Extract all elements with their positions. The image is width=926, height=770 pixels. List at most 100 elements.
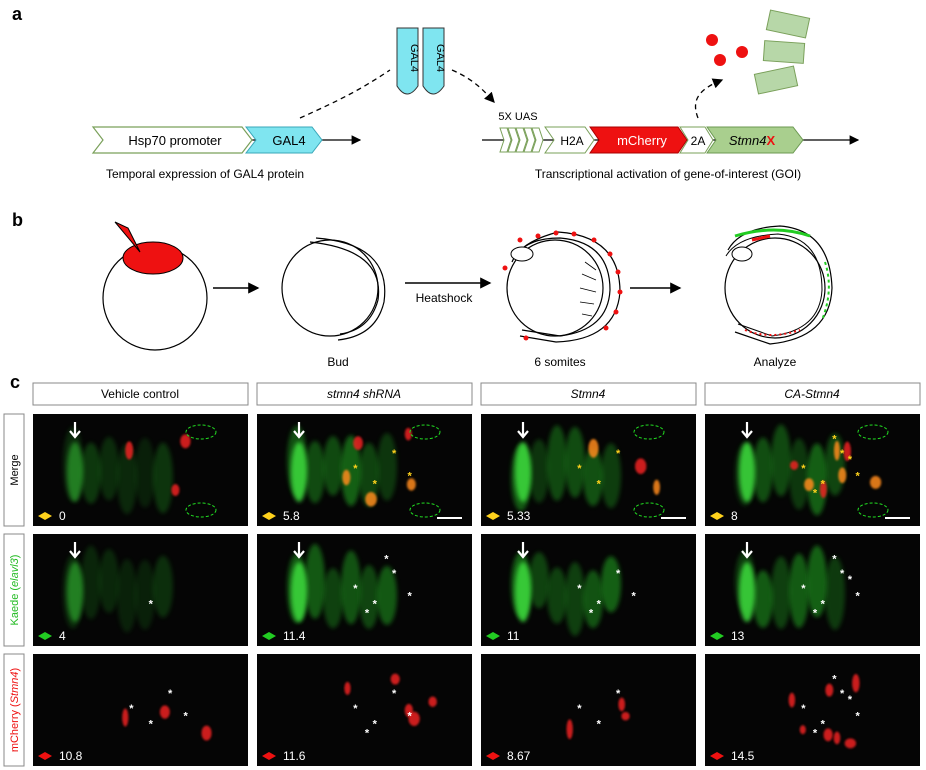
tissue-band [601,556,621,613]
mcherry-dot-3 [714,54,726,66]
tile-merge-4: *******8 [705,414,920,526]
count-value: 11 [507,629,520,643]
red-cell [819,480,827,499]
asterisk-marker: * [801,463,806,475]
asterisk-marker: * [373,598,378,610]
count-value: 5.33 [507,509,531,523]
neural-cluster [739,442,755,502]
tissue-band [323,436,343,496]
neural-cluster [515,442,531,502]
count-marker-icon [38,512,52,520]
asterisk-marker: * [183,711,188,723]
red-cell [838,467,847,484]
header-stmn4-shrna: stmn4 shRNA [327,387,401,401]
h2a-label: H2A [560,134,583,148]
caption-left: Temporal expression of GAL4 protein [106,167,304,181]
stmn4-protein-3 [753,65,799,95]
asterisk-marker: * [840,568,845,580]
tissue-band [359,442,379,507]
analyze-embryo [724,225,833,345]
otic-outline-top [409,424,441,440]
red-cell [171,484,180,496]
neural-cluster [67,562,83,622]
tissue-band [81,442,101,504]
tissue-band [565,562,585,637]
red-cell [342,469,351,486]
mcherry-prefix: mCherry ( [9,703,21,752]
asterisk-marker: * [392,568,397,580]
tile-background [257,654,472,766]
red-cell [365,491,377,507]
row-label-mcherry: mCherry (Stmn4) [9,668,21,752]
tissue-band [529,439,549,503]
tissue-band [807,545,827,618]
injected-egg [102,221,208,351]
red-cell [833,731,841,745]
count-marker-icon [486,512,500,520]
red-cell [404,703,413,718]
bud-embryo [281,237,386,341]
row-label-kaede: Kaede (elavl3) [9,555,21,626]
hsp70-gal4-construct: Hsp70 promoter GAL4 Temporal expression … [91,126,362,181]
arrow-icon [69,542,81,559]
tissue-band [789,553,809,628]
tile-merge-3: ***5.33 [481,414,696,526]
otic-outline-top [857,424,889,440]
tile-background [33,654,248,766]
panel-c: c Vehicle control stmn4 shRNA Stmn4 CA-S… [3,372,921,767]
arrow-icon [741,422,753,439]
count-value: 0 [59,509,66,523]
asterisk-marker: * [384,554,389,566]
asterisk-marker: * [577,583,582,595]
asterisk-marker: * [392,448,397,460]
gal4-gene-block [244,126,323,154]
kaede-suffix: ) [9,555,21,559]
mcherry-dot-2 [736,46,748,58]
otic-outline-top [633,424,665,440]
kaede-prefix: Kaede ( [9,587,21,626]
six-somite-embryo [502,230,623,343]
asterisk-marker: * [821,598,826,610]
p2a-label: 2A [691,134,706,148]
asterisk-marker: * [855,471,860,483]
arrow-icon [741,542,753,559]
red-cell [823,728,833,742]
red-cell [428,696,437,707]
asterisk-marker: * [813,487,818,499]
tissue-band [305,543,325,619]
asterisk-marker: * [597,598,602,610]
mcherry-gene: Stmn4 [9,671,21,703]
uas-repeats [499,127,544,153]
mcherry-dot-1 [706,34,718,46]
hsp70-promoter-label: Hsp70 promoter [128,133,222,148]
arrow-icon [293,542,305,559]
header-box-2 [256,382,473,406]
count-value: 14.5 [731,749,755,763]
neural-cluster [291,562,307,622]
asterisk-marker: * [616,448,621,460]
asterisk-marker: * [407,591,412,603]
otic-outline-bottom [857,502,889,518]
panel-a: a Hsp70 promoter GAL4 Temporal expressio… [12,4,860,181]
asterisk-marker: * [832,554,837,566]
gal4-protein-1 [396,27,419,95]
count-value: 5.8 [283,509,300,523]
tissue-band [305,440,325,504]
red-cell [180,434,191,449]
neural-cluster [739,562,755,622]
kaede-gene: elavl3 [9,557,21,587]
asterisk-marker: * [631,591,636,603]
blastodisc [122,241,184,275]
tissue-band [99,436,119,501]
count-marker-icon [710,632,724,640]
tissue-band [153,555,173,618]
uas-construct: 5X UAS H2A mCherry 2A Stmn4X Transcripti… [482,111,860,181]
tissue-band [601,443,621,509]
asterisk-marker: * [848,574,853,586]
asterisk-marker: * [589,607,594,619]
count-marker-icon [38,632,52,640]
neural-cluster [291,442,307,502]
red-cell [788,692,796,708]
red-cell [790,460,799,470]
